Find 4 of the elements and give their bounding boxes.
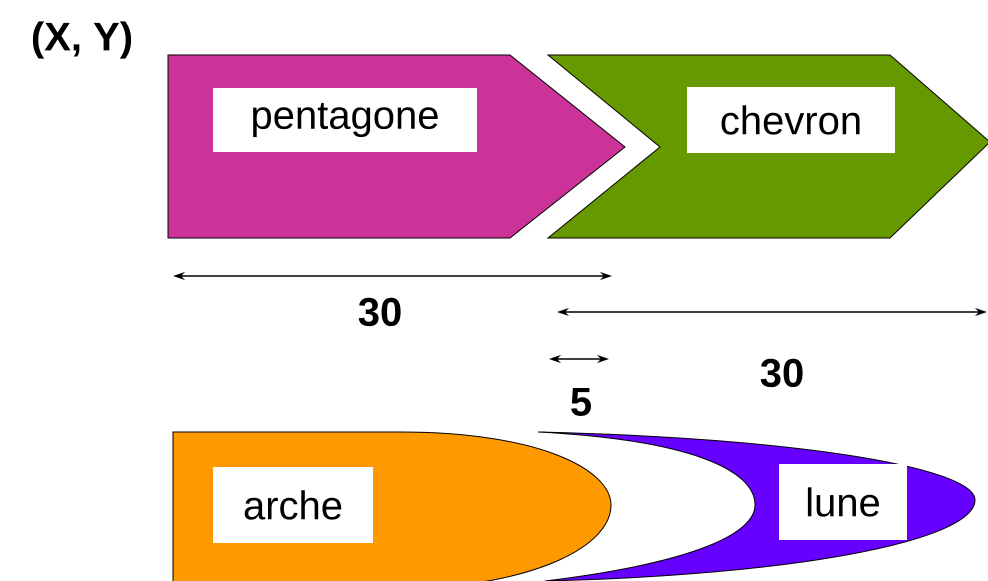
dimension-label: 5 xyxy=(571,388,591,416)
dimension-label: 30 xyxy=(760,358,803,388)
coordinate-label: (X, Y) xyxy=(32,21,132,59)
dimension-label: 30 xyxy=(358,298,401,326)
